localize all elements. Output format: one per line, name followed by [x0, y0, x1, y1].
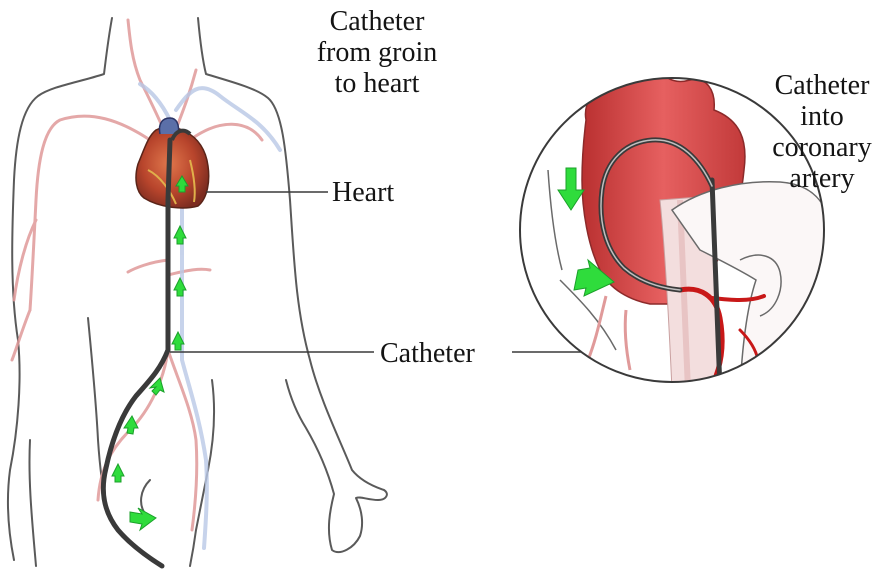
arrow-up-icon [174, 278, 186, 296]
label-line: coronary [752, 132, 892, 163]
label-catheter-into-coronary-artery: Catheter into coronary artery [752, 70, 892, 194]
arrow-up-icon [130, 508, 156, 530]
label-catheter: Catheter [380, 338, 475, 369]
arrow-up-icon [174, 226, 186, 244]
label-line: from groin [286, 37, 468, 68]
label-line: to heart [286, 68, 468, 99]
label-line: into [752, 101, 892, 132]
heart-organ [136, 118, 209, 208]
flow-arrows-body [112, 176, 188, 530]
arrow-up-icon [124, 416, 138, 434]
arrow-up-icon [112, 464, 124, 482]
label-heart: Heart [332, 177, 394, 208]
label-catheter-from-groin: Catheter from groin to heart [286, 6, 468, 99]
label-line: Catheter [752, 70, 892, 101]
arteries [12, 20, 262, 530]
label-line: Catheter [286, 6, 468, 37]
label-line: artery [752, 163, 892, 194]
